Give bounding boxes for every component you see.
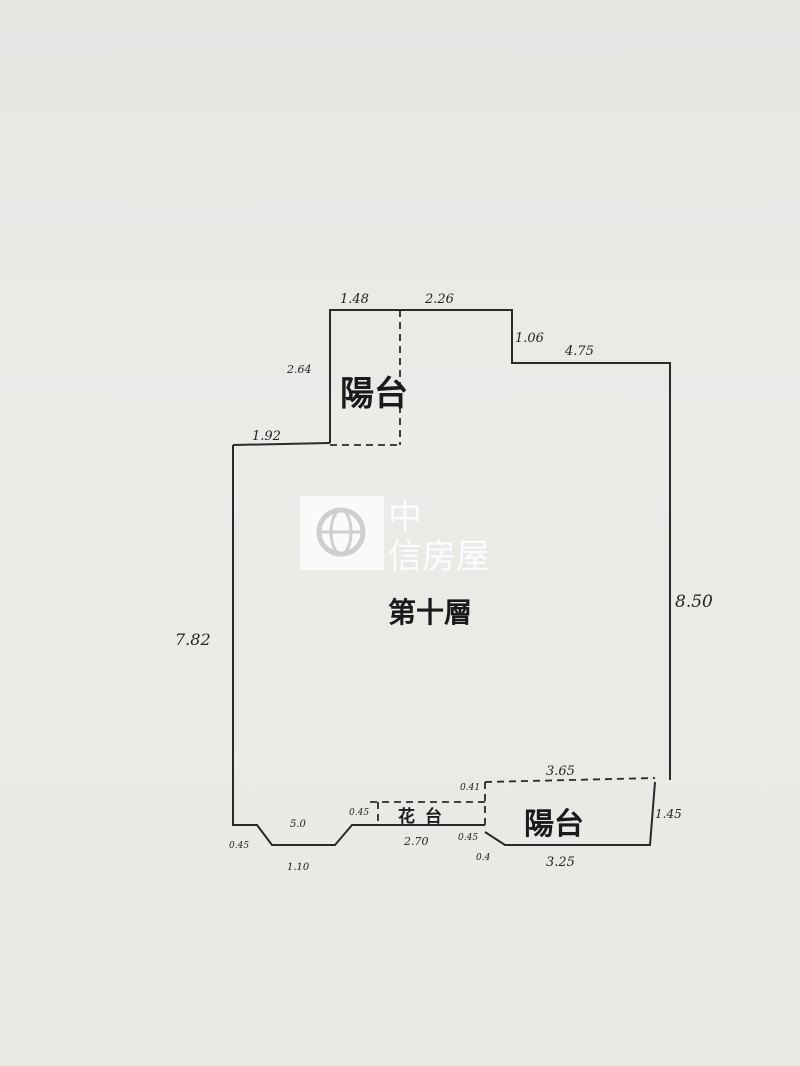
room-label-balcony-bottom: 陽台 [524,807,584,842]
dim-bottom-recess-outer: 1.10 [287,862,310,873]
dim-step-vertical: 1.06 [515,331,544,346]
wall-outline [232,309,671,846]
dim-balcony2-bottom: 3.25 [546,855,575,870]
dim-left-ledge: 1.92 [252,429,281,444]
dim-flower-right-small: 0.45 [458,833,478,843]
dim-top-left: 1.48 [340,292,369,307]
watermark-line2: 信房屋 [388,537,490,577]
dim-balcony2-top-small: 0.41 [460,783,480,793]
dim-top-mid: 2.26 [424,292,454,307]
dim-balcony2-side: 1.45 [655,807,682,821]
room-label-balcony-top: 陽台 [340,374,408,414]
room-label-flower-bed: 花台 [398,806,452,827]
dim-left-height: 7.82 [175,630,211,649]
dim-balcony-side: 2.64 [286,363,312,376]
dim-bottom-recess-inner: 5.0 [290,819,307,830]
dim-flower-width: 2.70 [403,835,429,848]
watermark-line1: 中 [388,497,422,537]
dim-right-height: 8.50 [675,592,713,612]
dim-step-horizontal: 4.75 [564,344,594,359]
dashed-partitions [330,310,656,830]
watermark-logo [300,496,384,570]
dim-flower-left-small: 0.45 [349,808,369,818]
dim-balcony2-top: 3.65 [546,764,575,779]
room-label-main: 第十層 [388,596,472,629]
dim-balcony2-bottom-small: 0.4 [476,853,491,863]
dim-bottom-left-small: 0.45 [229,841,249,851]
